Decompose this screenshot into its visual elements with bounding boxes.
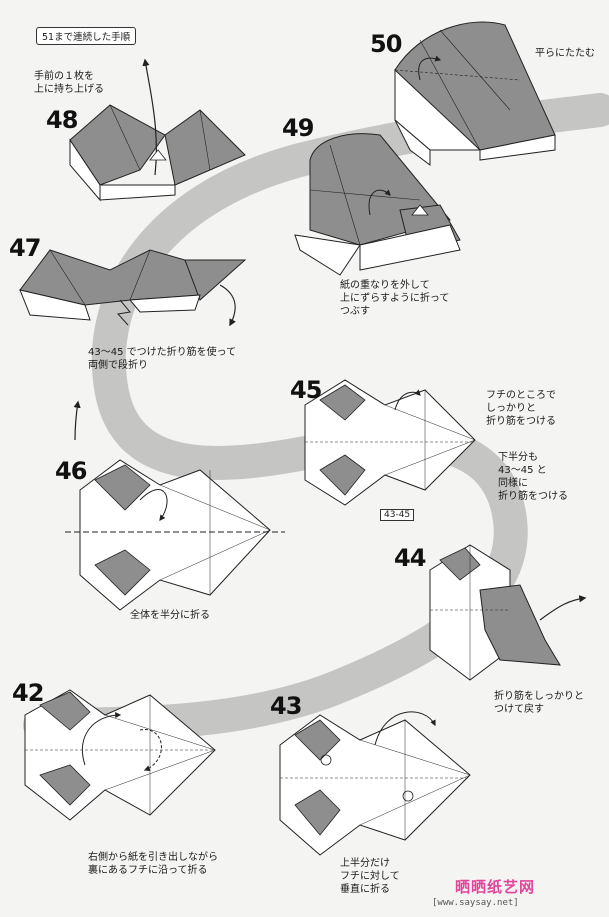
step-number: 43 <box>270 692 302 720</box>
step-48-figure <box>69 58 246 202</box>
valley-fold-line-icon <box>117 299 131 326</box>
step-number: 44 <box>394 544 426 572</box>
arrow-icon <box>374 711 436 746</box>
step-instruction-lower-half: 下半分も 43〜45 と 同様に 折り筋をつける <box>498 452 568 502</box>
step-46-figure <box>65 459 285 611</box>
step-instruction: 右側から紙を引き出しながら 裏にあるフチに沿って折る <box>88 852 218 876</box>
step-44-figure <box>429 544 587 681</box>
step-42-figure <box>24 689 216 821</box>
step-number: 46 <box>55 457 87 485</box>
step-reference-tag: 43-45 <box>380 509 415 521</box>
step-instruction: 平らにたたむ <box>535 48 595 59</box>
hand-pointer-icon <box>149 149 167 161</box>
step-instruction: 全体を半分に折る <box>130 610 210 621</box>
step-45-figure <box>304 379 476 506</box>
arrow-icon <box>142 58 157 176</box>
step-number: 50 <box>370 30 402 58</box>
step-49-figure <box>294 133 461 276</box>
flip-arrow-icon <box>418 55 442 81</box>
watermark-url: [www.saysay.net] <box>432 898 519 908</box>
step-47-figure <box>19 249 247 327</box>
watermark-logo: 晒晒纸艺网 <box>455 878 536 896</box>
step-instruction: フチのところで しっかりと 折り筋をつける <box>486 390 556 427</box>
step-50-figure <box>394 21 556 166</box>
arrow-icon <box>73 400 81 441</box>
flip-arrow-icon <box>139 729 162 771</box>
step-instruction: 折り筋をしっかりと つけて戻す <box>494 691 584 715</box>
flip-arrow-icon <box>139 489 168 521</box>
arrow-icon <box>539 595 587 621</box>
hand-pointer-icon <box>411 204 429 216</box>
step-number: 48 <box>46 106 78 134</box>
step-number: 47 <box>9 234 41 262</box>
arrow-icon <box>81 712 122 766</box>
arrow-icon <box>219 284 236 327</box>
step-43-figure <box>279 711 471 856</box>
step-number: 42 <box>12 679 44 707</box>
step-instruction: 手前の１枚を 上に持ち上げる <box>34 71 104 95</box>
step-instruction: 上半分だけ フチに対して 垂直に折る <box>340 858 400 895</box>
step-instruction: 紙の重なりを外して 上にずらすように折って つぶす <box>340 280 450 317</box>
step-number: 45 <box>290 376 322 404</box>
step-instruction: 43〜45 でつけた折り筋を使って 両側で段折り <box>88 347 237 371</box>
flip-arrow-icon <box>368 189 391 216</box>
arrow-icon <box>394 389 421 411</box>
step-number: 49 <box>282 114 314 142</box>
reference-note: 51まで連続した手順 <box>36 27 137 45</box>
